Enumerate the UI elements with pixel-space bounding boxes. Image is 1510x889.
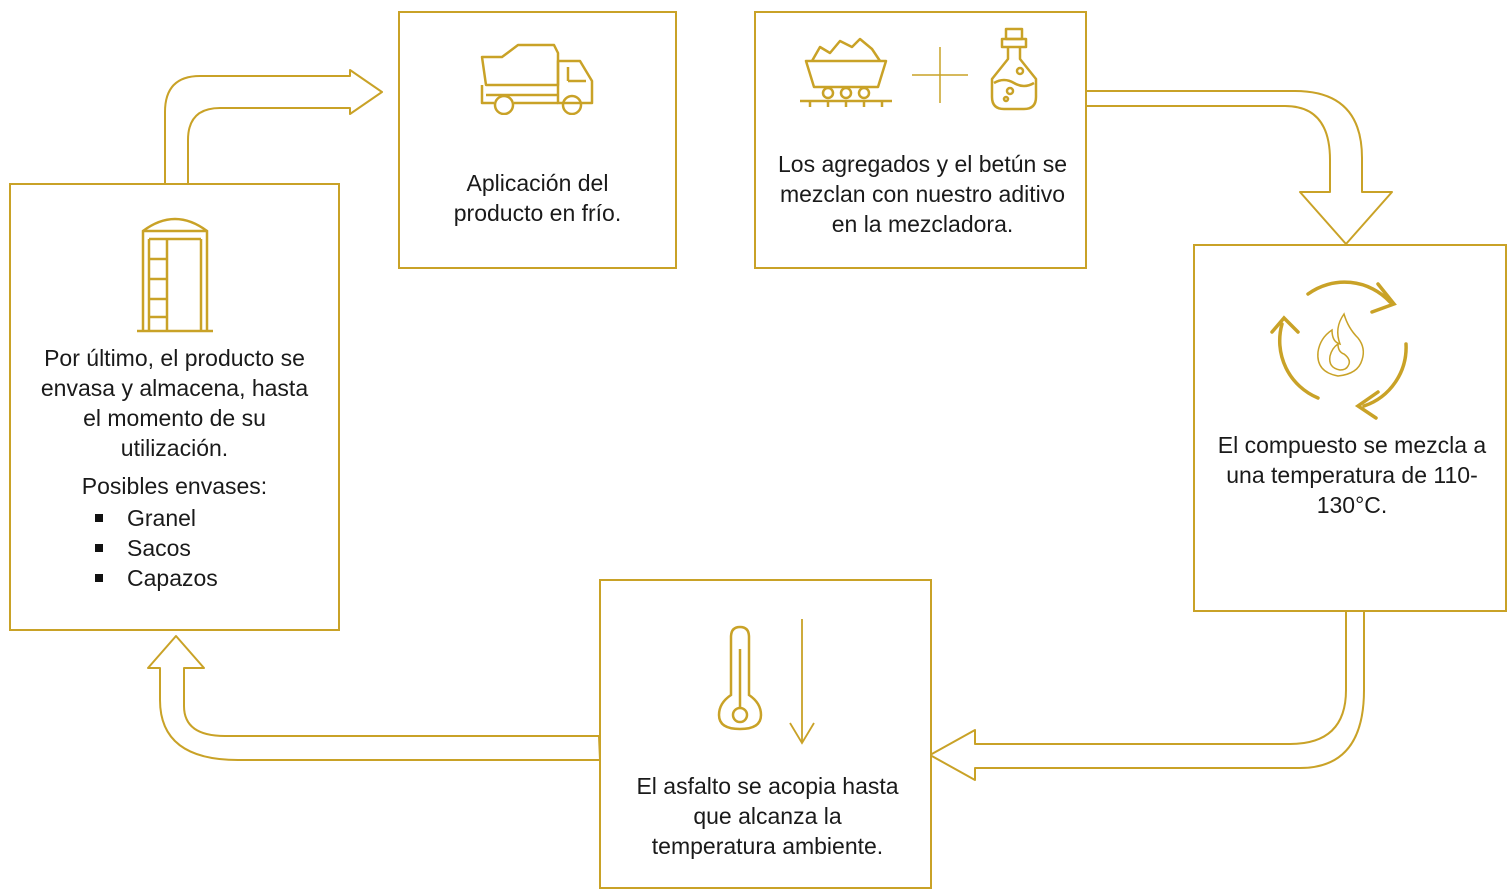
thermometer-icon bbox=[717, 625, 763, 731]
step-heating: El compuesto se mezcla a una temperatura… bbox=[1193, 244, 1507, 612]
step-mixing: Los agregados y el betún se mezclan con … bbox=[754, 11, 1087, 269]
mixing-text: Los agregados y el betún se mezclan con … bbox=[778, 151, 1067, 237]
step-application: Aplicación del producto en frío. bbox=[398, 11, 677, 269]
mine-cart-icon bbox=[800, 37, 892, 107]
heating-text: El compuesto se mezcla a una temperatura… bbox=[1217, 432, 1487, 518]
dump-truck-icon bbox=[480, 43, 594, 115]
packaging-list: Granel Sacos Capazos bbox=[93, 503, 218, 593]
packaging-title: Posibles envases: bbox=[81, 473, 268, 499]
silo-icon bbox=[137, 217, 213, 333]
arrow-storage-to-application bbox=[164, 69, 383, 185]
arrow-mixing-to-heating bbox=[1087, 90, 1393, 245]
packaging-item: Granel bbox=[93, 503, 218, 533]
arrow-down-icon bbox=[789, 619, 815, 745]
application-text: Aplicación del producto en frío. bbox=[453, 170, 622, 226]
step-cooling: El asfalto se acopia hasta que alcanza l… bbox=[599, 579, 932, 889]
plus-icon bbox=[912, 47, 968, 103]
cooling-text: El asfalto se acopia hasta que alcanza l… bbox=[636, 773, 899, 859]
flame-cycle-icon bbox=[1270, 280, 1408, 420]
packaging-item: Sacos bbox=[93, 533, 218, 563]
packaging-item: Capazos bbox=[93, 563, 218, 593]
arrow-cooling-to-storage bbox=[147, 635, 601, 761]
arrow-heating-to-cooling bbox=[929, 611, 1365, 781]
storage-text: Por último, el producto se envasa y alma… bbox=[40, 345, 309, 461]
bitumen-flask-icon bbox=[990, 27, 1038, 111]
step-storage: Por último, el producto se envasa y alma… bbox=[9, 183, 340, 631]
